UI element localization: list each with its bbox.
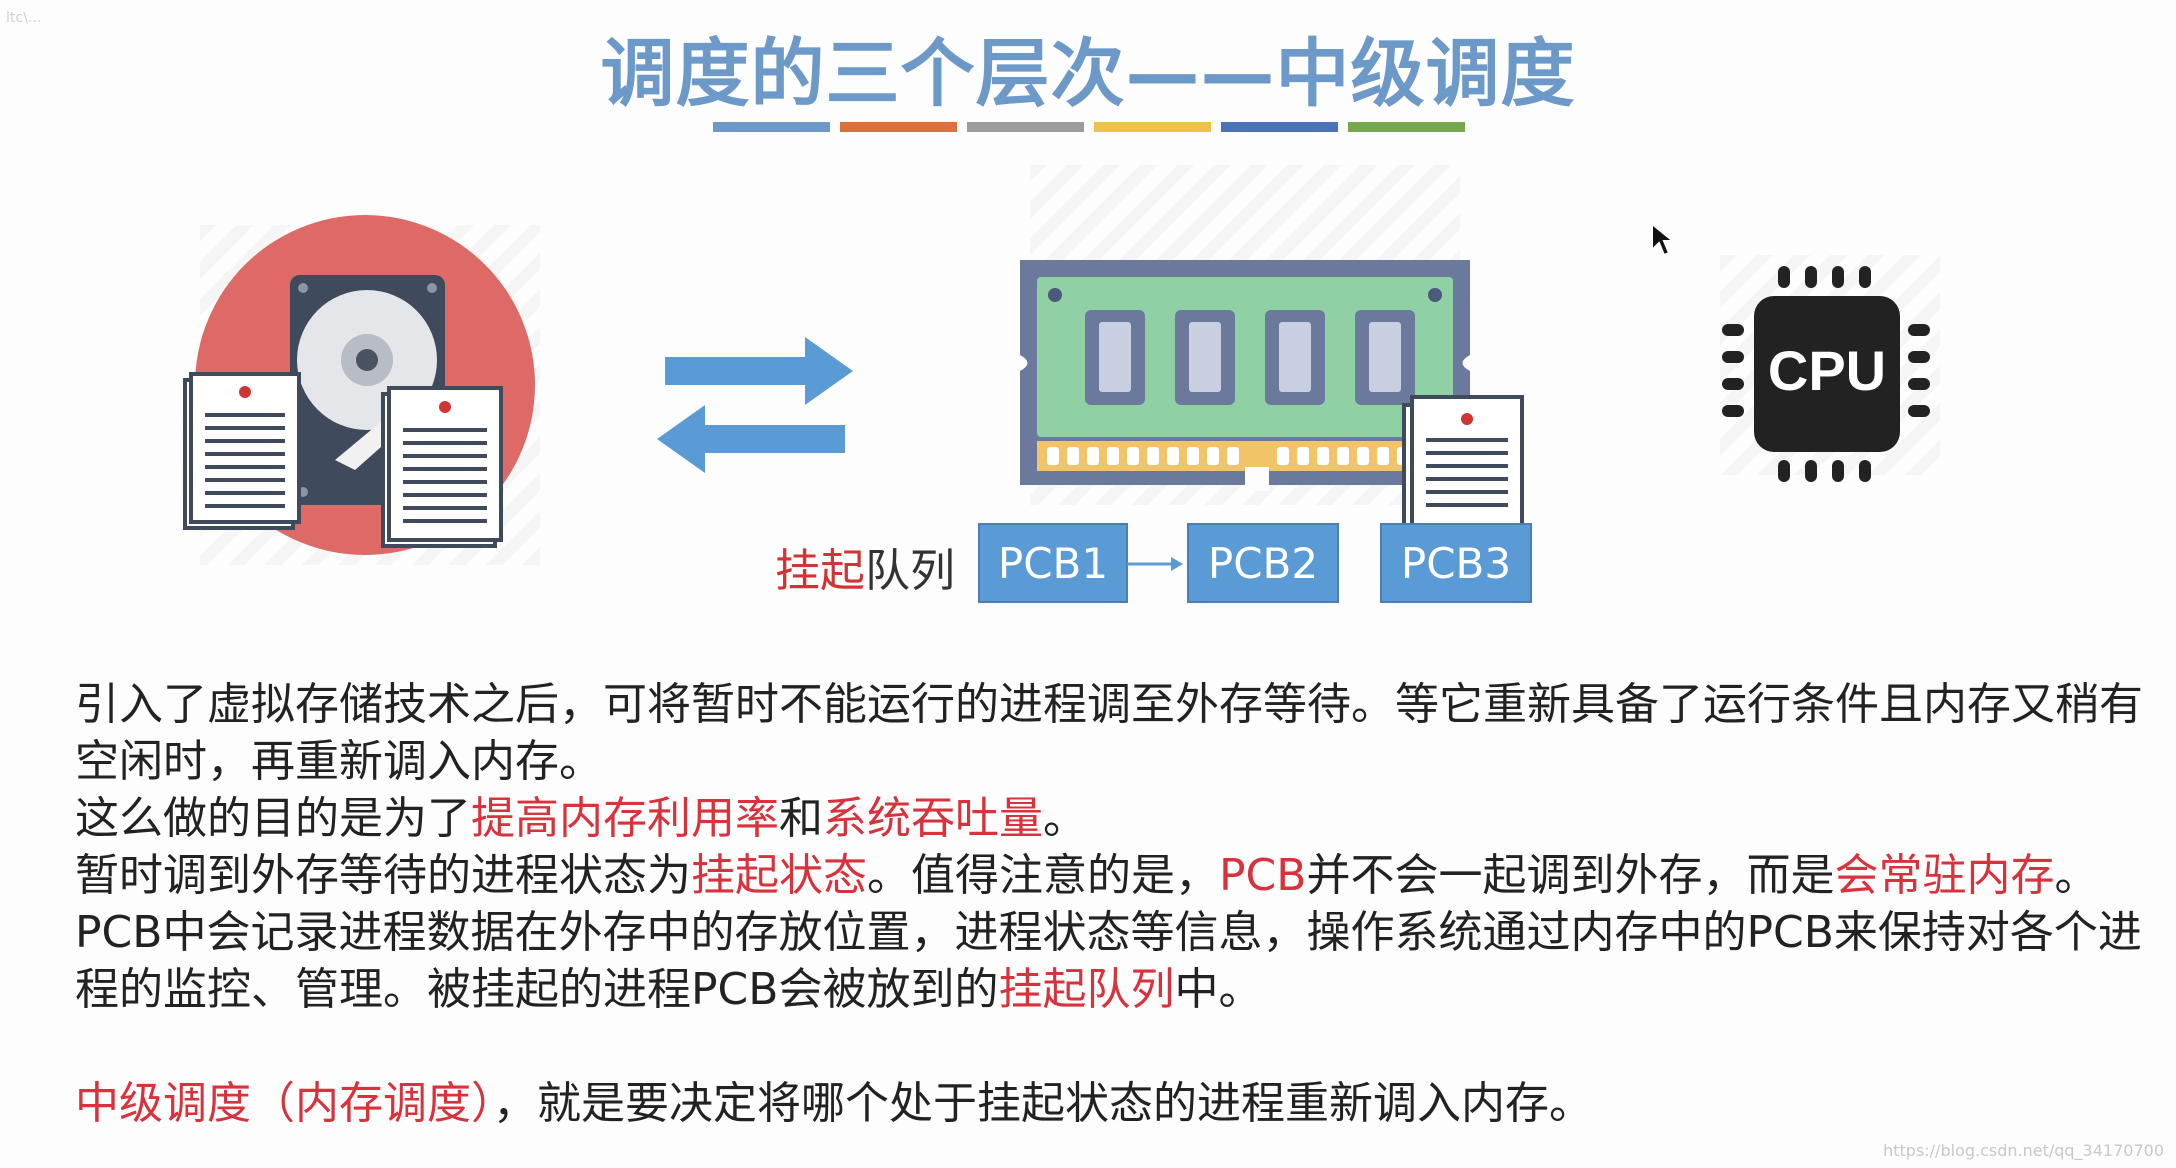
pcb-box-1: PCB1 xyxy=(978,523,1128,603)
mouse-cursor-icon xyxy=(1651,222,1676,257)
cpu-label: CPU xyxy=(1768,339,1886,402)
text-run: 中。 xyxy=(1174,964,1263,1015)
document-icon xyxy=(381,386,503,548)
ram-module-icon xyxy=(1020,260,1470,491)
text-run: 。PCB中会记录进程数据在外存中的存放位置，进程状态等信息，操作系统通过内存中的… xyxy=(75,850,2142,1015)
slide-title: 调度的三个层次——中级调度 xyxy=(600,31,1576,117)
title-color-stripe xyxy=(713,122,1465,132)
document-icon xyxy=(183,372,301,530)
text-run: 。 xyxy=(1043,793,1087,844)
stripe-segment xyxy=(1094,122,1211,132)
queue-label-red: 挂起 xyxy=(775,544,866,597)
stripe-segment xyxy=(967,122,1084,132)
pcb-box-2: PCB2 xyxy=(1187,523,1339,603)
hard-disk-icon xyxy=(183,215,535,555)
stripe-segment xyxy=(1221,122,1338,132)
watermark: https://blog.csdn.net/qq_34170700 xyxy=(1883,1141,2164,1160)
suspend-queue-label: 挂起队列 xyxy=(775,534,955,599)
swap-arrows-icon xyxy=(657,337,853,473)
paragraph-3: 暂时调到外存等待的进程状态为挂起状态。值得注意的是，PCB并不会一起调到外存，而… xyxy=(75,847,2155,1018)
body-text: 引入了虚拟存储技术之后，可将暂时不能运行的进程调至外存等待。等它重新具备了运行条… xyxy=(75,676,2155,1132)
stripe-segment xyxy=(713,122,830,132)
text-run: 和 xyxy=(779,793,823,844)
highlight-text: 挂起队列 xyxy=(998,964,1175,1015)
text-run: 暂时调到外存等待的进程状态为 xyxy=(75,850,691,901)
highlight-text: 提高内存利用率 xyxy=(471,793,779,844)
text-run: 并不会一起调到外存，而是 xyxy=(1306,850,1835,901)
cpu-chip-icon: CPU xyxy=(1722,266,1930,482)
highlight-text: 系统吞吐量 xyxy=(823,793,1043,844)
queue-label-black: 队列 xyxy=(865,544,956,597)
paragraph-2: 这么做的目的是为了提高内存利用率和系统吞吐量。 xyxy=(75,790,2155,847)
text-run: 。值得注意的是， xyxy=(867,850,1219,901)
stripe-segment xyxy=(1348,122,1465,132)
paragraph-1: 引入了虚拟存储技术之后，可将暂时不能运行的进程调至外存等待。等它重新具备了运行条… xyxy=(75,679,2143,787)
stripe-segment xyxy=(840,122,957,132)
highlight-text: PCB xyxy=(1219,850,1307,901)
corner-artifact: ltc\… xyxy=(6,10,42,26)
text-run: 这么做的目的是为了 xyxy=(75,793,471,844)
paragraph-4: 中级调度（内存调度），就是要决定将哪个处于挂起状态的进程重新调入内存。 xyxy=(75,1075,2155,1132)
highlight-text: 中级调度（内存调度） xyxy=(75,1078,493,1129)
text-run: ，就是要决定将哪个处于挂起状态的进程重新调入内存。 xyxy=(493,1078,1593,1129)
highlight-text: 会常驻内存 xyxy=(1834,850,2055,901)
highlight-text: 挂起状态 xyxy=(691,850,867,901)
queue-arrow-icon xyxy=(1127,557,1183,571)
document-icon xyxy=(1402,395,1524,535)
pcb-box-3: PCB3 xyxy=(1380,523,1532,603)
